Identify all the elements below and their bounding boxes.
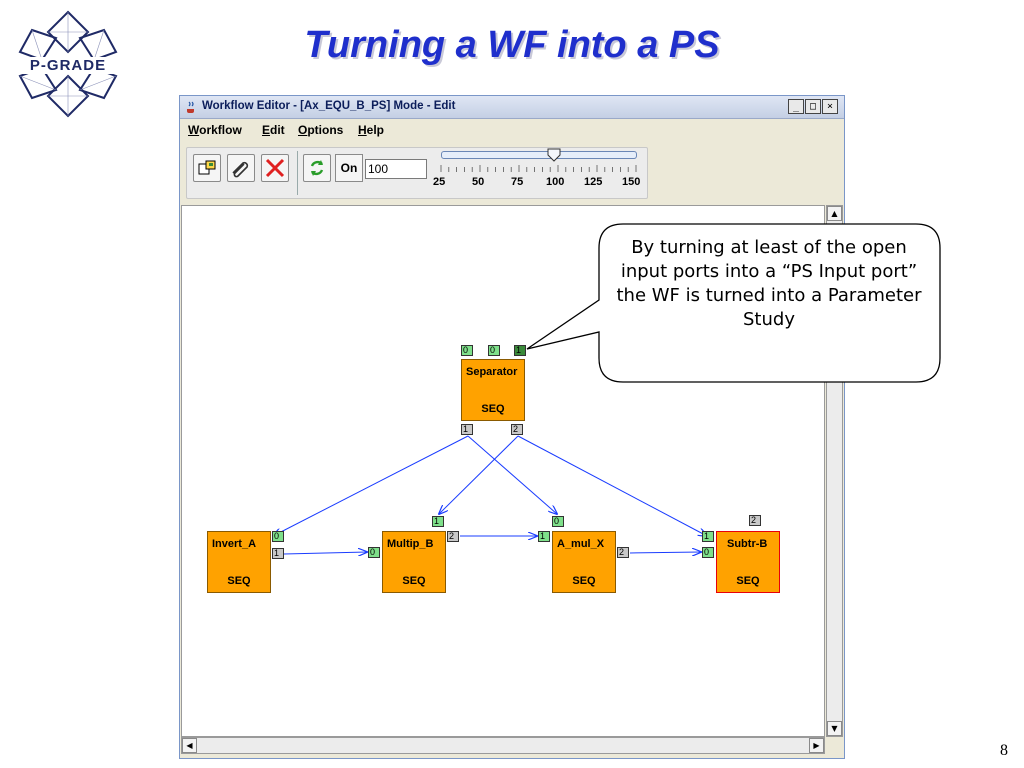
input-port[interactable]: 0 [702, 547, 714, 558]
input-port[interactable]: 1 [432, 516, 444, 527]
callout-bubble [526, 223, 941, 383]
input-port[interactable]: 1 [538, 531, 550, 542]
job-name: Invert_A [212, 538, 257, 550]
edge [283, 552, 367, 554]
edge [273, 435, 469, 536]
input-port[interactable]: 0 [552, 516, 564, 527]
job-name: Multip_B [387, 538, 434, 550]
open-workflow-button[interactable] [193, 154, 221, 182]
job-type: SEQ [227, 575, 251, 587]
scroll-up-button[interactable]: ▲ [827, 206, 842, 221]
job-type: SEQ [481, 403, 505, 415]
input-port[interactable]: 0 [461, 345, 473, 356]
scroll-down-button[interactable]: ▼ [827, 721, 842, 736]
attach-button[interactable] [227, 154, 255, 182]
output-port[interactable]: 1 [272, 548, 284, 559]
job-type: SEQ [572, 575, 596, 587]
job-name: Subtr-B [727, 538, 768, 550]
scroll-left-button[interactable]: ◀ [182, 738, 197, 753]
callout-text: By turning at least of the open input po… [616, 237, 922, 330]
title-bar[interactable]: Workflow Editor - [Ax_EQU_B_PS] Mode - E… [180, 96, 844, 119]
zoom-tick-label: 125 [584, 176, 603, 188]
scroll-right-button[interactable]: ▶ [809, 738, 824, 753]
edge [517, 435, 707, 536]
zoom-tick-label: 25 [433, 176, 446, 188]
zoom-slider-ticks [440, 165, 637, 172]
menu-options[interactable]: Options [298, 123, 344, 137]
horizontal-scrollbar[interactable]: ◀ ▶ [181, 737, 825, 754]
output-port[interactable]: 1 [461, 424, 473, 435]
job-separator[interactable]: Separator SEQ [461, 359, 525, 421]
toolbar: On 25 50 75 100 125 150 [186, 147, 648, 199]
menu-edit[interactable]: Edit [262, 123, 285, 137]
zoom-input[interactable] [365, 159, 427, 179]
output-port[interactable]: 2 [617, 547, 629, 558]
refresh-button[interactable] [303, 154, 331, 182]
zoom-tick-label: 100 [546, 176, 565, 188]
toolbar-separator [297, 151, 298, 195]
input-port[interactable]: 0 [488, 345, 500, 356]
open-workflow-icon [198, 160, 216, 175]
zoom-tick-label: 50 [472, 176, 485, 188]
page-number: 8 [1000, 742, 1008, 759]
zoom-tick-label: 75 [511, 176, 524, 188]
input-port[interactable]: 1 [702, 531, 714, 542]
job-a-mul-x[interactable]: A_mul_X SEQ [552, 531, 616, 593]
edge [629, 552, 701, 553]
slide-title: Turning a WF into a PS [304, 24, 720, 66]
java-cup-icon [187, 101, 194, 113]
menu-help[interactable]: Help [358, 123, 385, 137]
window-title: Workflow Editor - [Ax_EQU_B_PS] Mode - E… [202, 100, 456, 112]
logo-text: P-GRADE [14, 57, 122, 74]
zoom-slider-track[interactable] [441, 151, 637, 159]
output-port[interactable]: 2 [749, 515, 761, 526]
menu-bar: Workflow Edit Options Help [180, 119, 844, 141]
refresh-icon [310, 160, 324, 176]
zoom-tick-label: 150 [622, 176, 641, 188]
output-port[interactable]: 2 [447, 531, 459, 542]
delete-button[interactable] [261, 154, 289, 182]
job-type: SEQ [402, 575, 426, 587]
job-type: SEQ [736, 575, 760, 587]
input-port[interactable]: 0 [272, 531, 284, 542]
maximize-button[interactable]: □ [805, 99, 821, 114]
delete-icon [265, 158, 285, 178]
on-toggle-button[interactable]: On [335, 154, 363, 182]
edge [439, 435, 519, 514]
job-name: Separator [466, 366, 518, 378]
edge [467, 435, 557, 514]
minimize-button[interactable]: _ [788, 99, 804, 114]
output-port[interactable]: 2 [511, 424, 523, 435]
job-multip-b[interactable]: Multip_B SEQ [382, 531, 446, 593]
menu-workflow[interactable]: Workflow [188, 123, 242, 137]
ps-input-port[interactable]: 1 [514, 345, 526, 356]
zoom-slider-thumb[interactable] [547, 148, 561, 162]
job-invert-a[interactable]: Invert_A SEQ [207, 531, 271, 593]
attach-icon [232, 161, 249, 178]
job-subtr-b[interactable]: Subtr-B SEQ [716, 531, 780, 593]
close-button[interactable]: × [822, 99, 838, 114]
job-name: A_mul_X [557, 538, 605, 550]
input-port[interactable]: 0 [368, 547, 380, 558]
